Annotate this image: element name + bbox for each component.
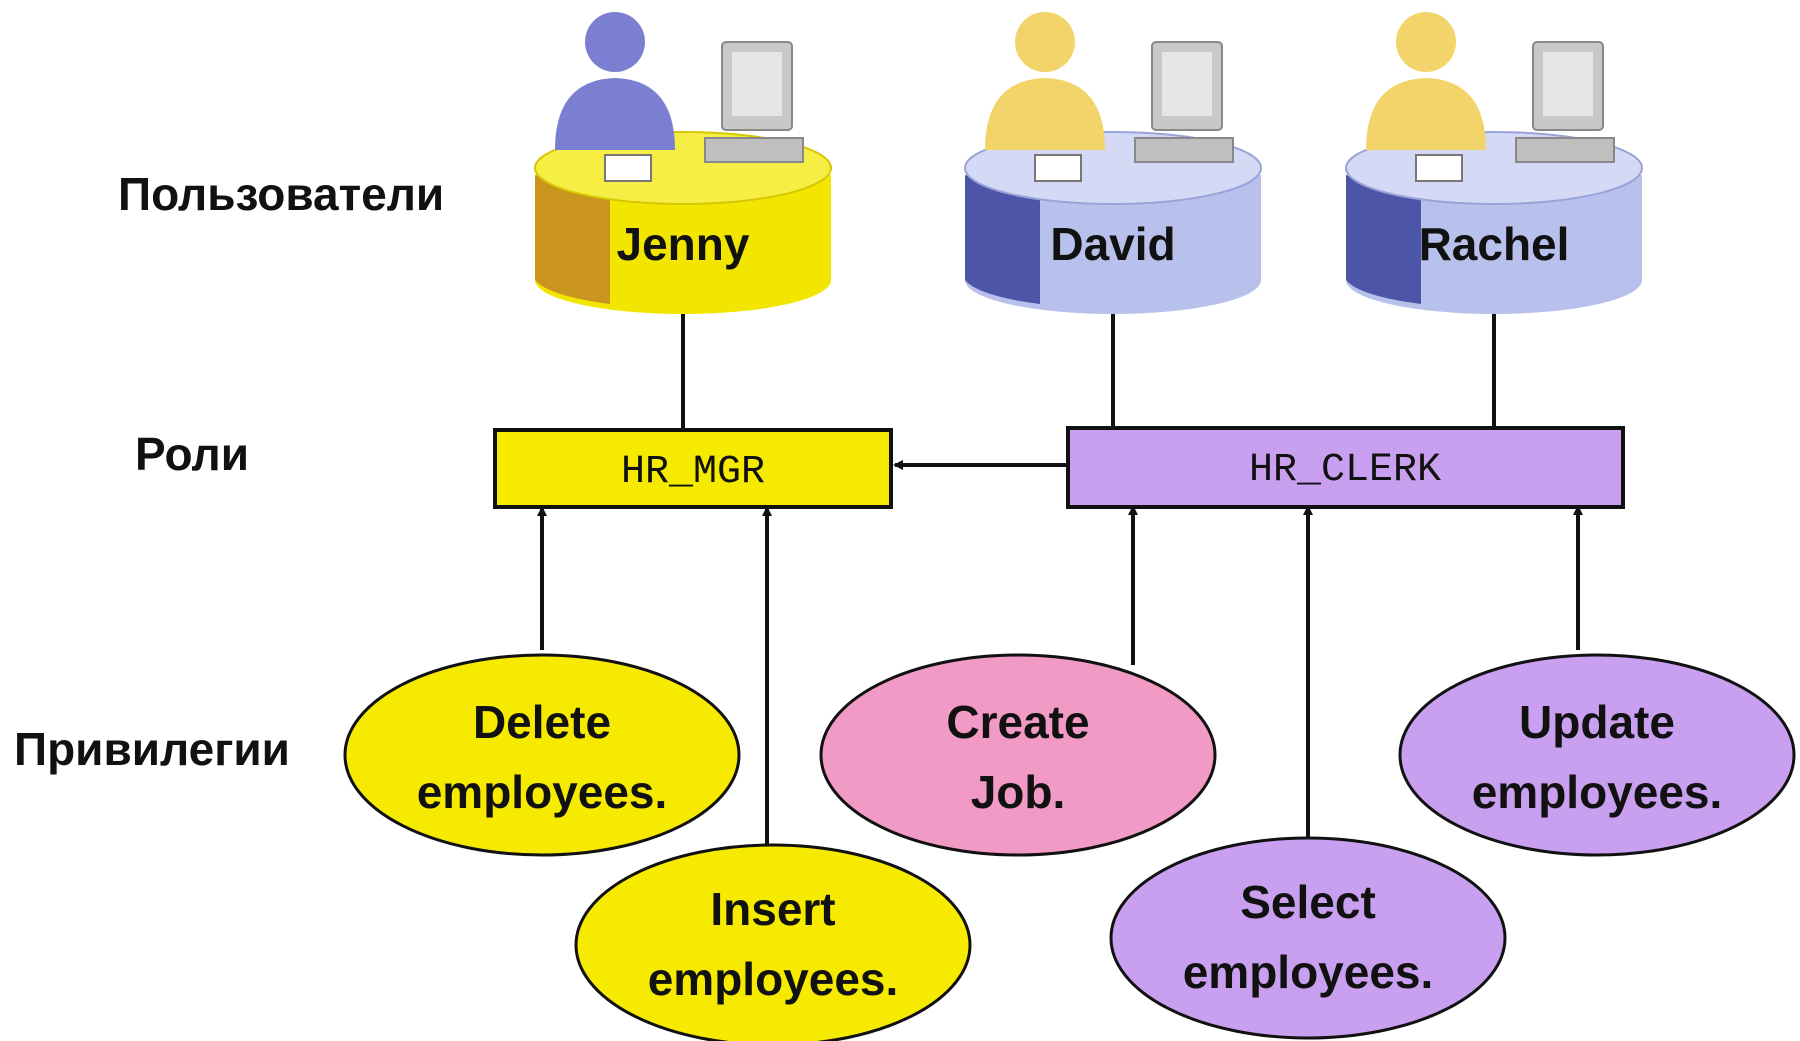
desk-shade	[535, 175, 610, 304]
role-label-hr-clerk: HR_CLERK	[1249, 448, 1441, 493]
user-at-workstation-icon	[964, 12, 1262, 314]
privilege-ellipse	[343, 653, 741, 857]
user-name-david: David	[1050, 218, 1175, 270]
user-jenny: Jenny	[534, 12, 832, 314]
user-at-workstation-icon	[1345, 12, 1643, 314]
privilege-line2: employees.	[1183, 946, 1434, 998]
user-name-rachel: Rachel	[1419, 218, 1570, 270]
privilege-create-job: Create Job.	[819, 653, 1217, 857]
keyboard	[704, 137, 804, 163]
privilege-line1: Update	[1519, 696, 1675, 748]
user-rachel: Rachel	[1345, 12, 1643, 314]
person-head	[1396, 12, 1456, 72]
privilege-line1: Create	[946, 696, 1089, 748]
desk-shade	[1346, 175, 1421, 304]
person-body	[985, 78, 1105, 150]
privilege-ellipse	[819, 653, 1217, 857]
privilege-ellipse	[574, 843, 972, 1041]
privilege-ellipse	[1398, 653, 1796, 857]
user-david: David	[964, 12, 1262, 314]
person-body	[1366, 78, 1486, 150]
role-hr-mgr: HR_MGR	[493, 428, 893, 509]
role-label-hr-mgr: HR_MGR	[621, 450, 765, 495]
person-body	[555, 78, 675, 150]
privilege-select-employees: Select employees.	[1109, 836, 1507, 1040]
user-at-workstation-icon	[534, 12, 832, 314]
edges	[537, 303, 1583, 845]
privilege-line2: employees.	[1472, 766, 1723, 818]
role-hr-clerk: HR_CLERK	[1066, 426, 1625, 509]
row-label-roles: Роли	[135, 428, 249, 480]
role-box-hr-mgr	[493, 428, 893, 509]
row-label-privileges: Привилегии	[14, 723, 290, 775]
role-box-hr-clerk	[1066, 426, 1625, 509]
desk-shade	[965, 175, 1040, 304]
privilege-line2: Job.	[971, 766, 1066, 818]
privilege-line1: Delete	[473, 696, 611, 748]
privilege-ellipse	[1109, 836, 1507, 1040]
row-label-users: Пользователи	[118, 168, 444, 220]
privilege-delete-employees: Delete employees.	[343, 653, 741, 857]
privilege-line1: Select	[1240, 876, 1376, 928]
person-head	[1015, 12, 1075, 72]
user-name-jenny: Jenny	[617, 218, 750, 270]
privilege-line1: Insert	[710, 883, 835, 935]
privilege-update-employees: Update employees.	[1398, 653, 1796, 857]
privilege-line2: employees.	[417, 766, 668, 818]
keyboard	[1515, 137, 1615, 163]
privilege-line2: employees.	[648, 953, 899, 1005]
keyboard	[1134, 137, 1234, 163]
person-head	[585, 12, 645, 72]
privilege-insert-employees: Insert employees.	[574, 843, 972, 1041]
